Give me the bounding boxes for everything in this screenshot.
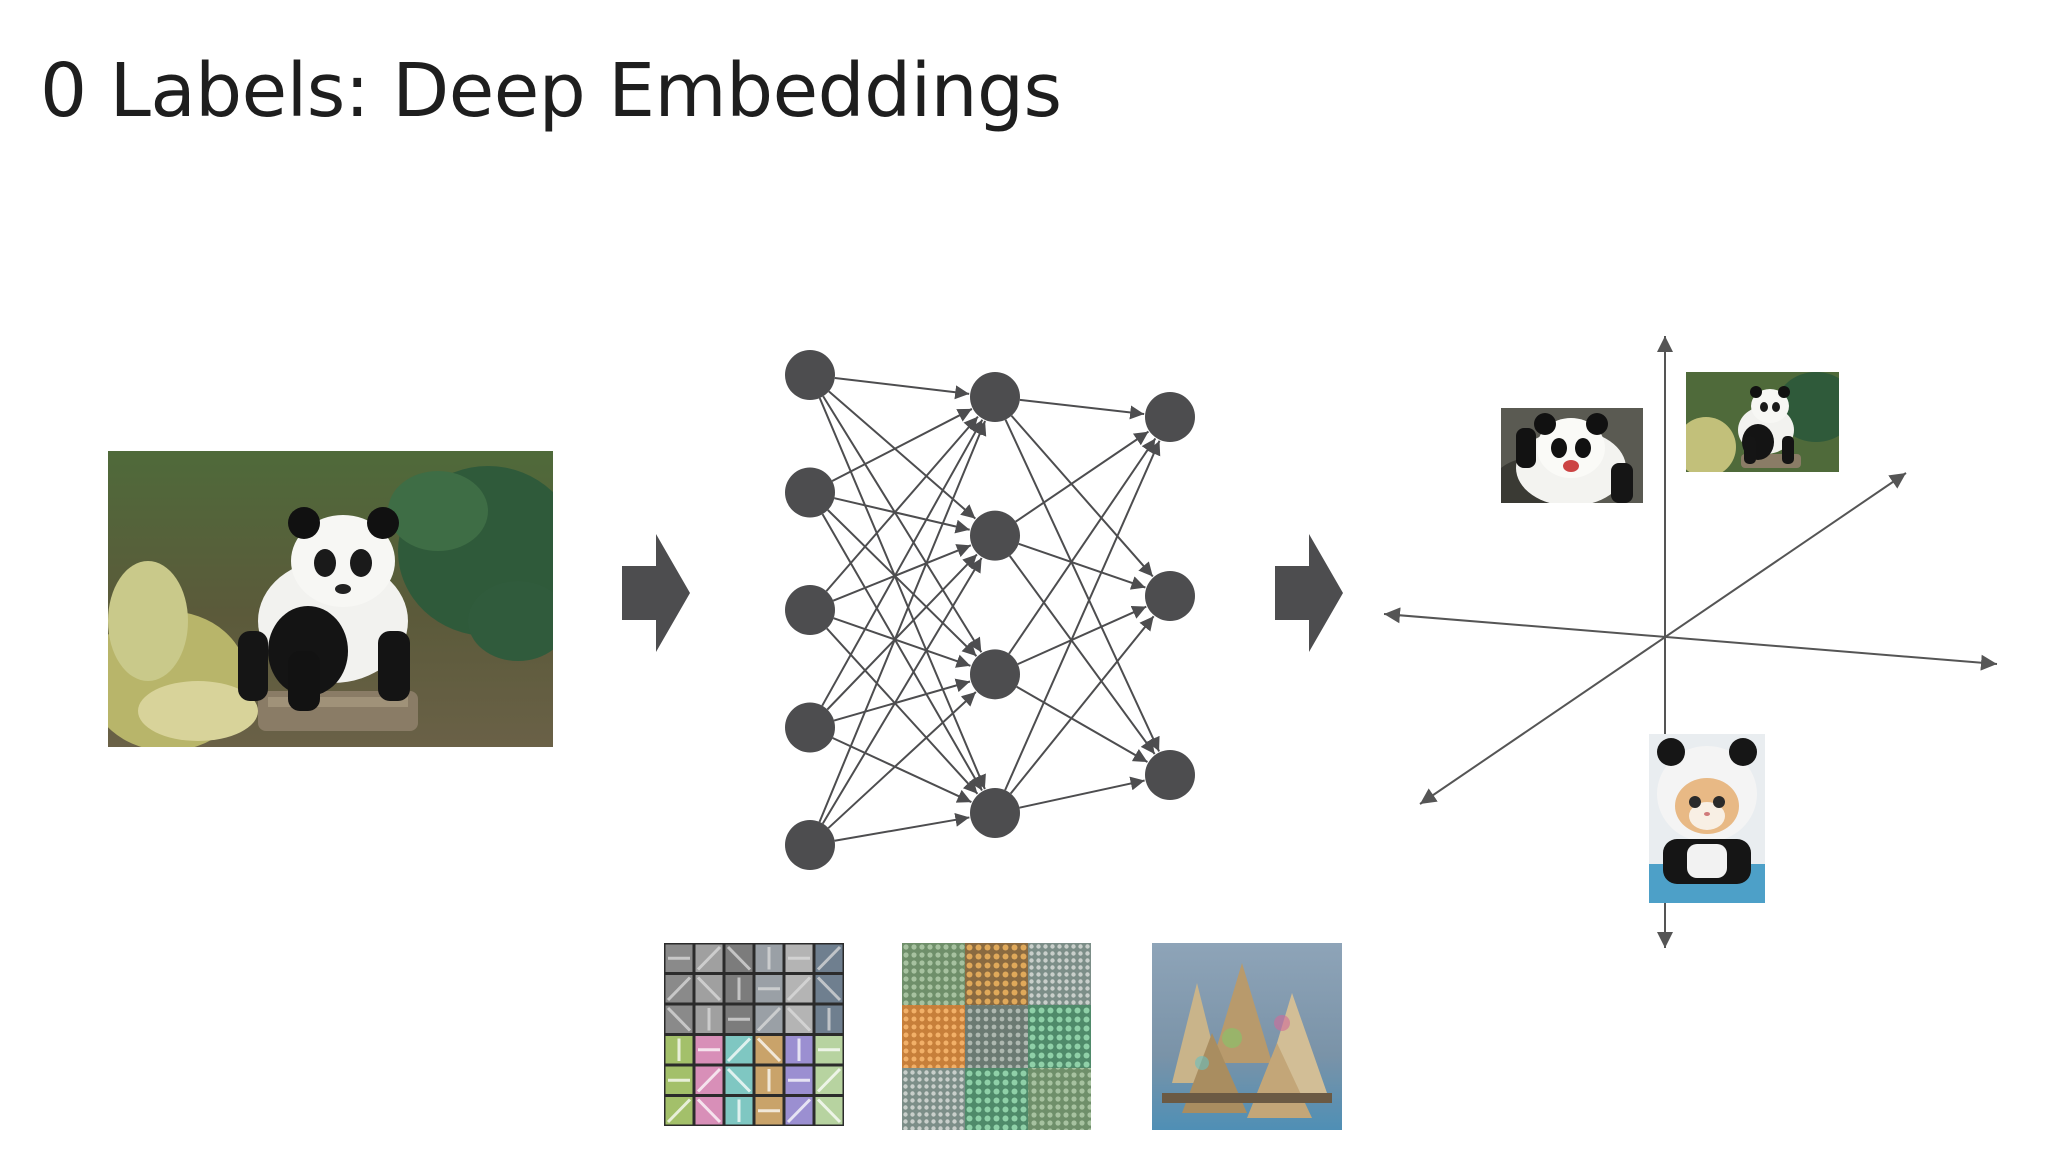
- page-title: 0 Labels: Deep Embeddings: [40, 48, 1062, 134]
- nn-connection-1-0-0: [1019, 398, 1145, 420]
- nn-connection-1-0-2: [1004, 419, 1160, 752]
- nn-connection-0-3-1: [826, 553, 978, 711]
- nn-node-layer2-2: [1145, 750, 1195, 800]
- panda-photo: [108, 451, 553, 747]
- right-block-arrow-icon: [1275, 534, 1343, 652]
- nn-connection-0-0-0: [834, 376, 970, 400]
- nn-connection-1-1-0: [1015, 430, 1150, 523]
- nn-connection-0-1-3: [821, 513, 983, 791]
- nn-node-layer0-4: [785, 820, 835, 870]
- nn-node-layer0-1: [785, 467, 835, 518]
- nn-node-layer0-0: [785, 350, 835, 400]
- panda-standing-photo: [1686, 372, 1839, 472]
- nn-connection-0-1-2: [827, 509, 978, 657]
- nn-connection-0-1-0: [831, 408, 973, 482]
- nn-connection-0-4-0: [818, 420, 987, 823]
- nn-connection-0-3-3: [832, 737, 972, 804]
- cat-in-panda-costume-photo: [1649, 734, 1765, 903]
- nn-node-layer2-1: [1145, 571, 1195, 621]
- panda-face-photo: [1501, 408, 1643, 503]
- nn-connection-1-2-2: [1016, 685, 1148, 763]
- nn-connection-0-0-1: [828, 390, 977, 520]
- nn-connection-0-4-3: [834, 812, 970, 842]
- nn-node-layer1-0: [970, 372, 1020, 422]
- horizontal-axis: [1383, 607, 1998, 671]
- nn-node-layer1-1: [970, 510, 1020, 561]
- nn-connection-0-2-2: [833, 617, 971, 668]
- nn-connection-0-2-1: [832, 544, 972, 602]
- nn-node-layer1-3: [970, 788, 1020, 838]
- nn-connection-1-2-1: [1017, 605, 1147, 666]
- nn-connection-1-3-1: [1009, 615, 1155, 795]
- nn-connection-0-2-3: [826, 627, 979, 795]
- nn-connection-0-3-0: [821, 419, 984, 707]
- nn-connection-1-0-1: [1010, 415, 1154, 578]
- nn-node-layer1-2: [970, 649, 1020, 700]
- nn-connection-0-4-1: [821, 557, 983, 825]
- nn-connection-1-1-1: [1018, 542, 1146, 590]
- texture-patterns-grid: [902, 943, 1091, 1130]
- nn-connection-0-0-2: [822, 395, 983, 653]
- edge-filters-grid: [664, 943, 844, 1126]
- nn-connection-1-3-2: [1019, 776, 1145, 809]
- nn-node-layer0-3: [785, 702, 835, 753]
- nn-connection-0-2-0: [825, 415, 979, 592]
- nn-node-layer2-0: [1145, 392, 1195, 442]
- neural-network-diagram: [785, 350, 1195, 870]
- nn-connection-1-2-0: [1008, 437, 1157, 655]
- nn-connection-0-0-3: [818, 397, 986, 790]
- nn-connection-1-3-0: [1004, 440, 1161, 791]
- nn-node-layer0-2: [785, 585, 835, 635]
- right-block-arrow-icon: [622, 534, 690, 652]
- depth-axis: [1419, 472, 1907, 805]
- nn-connection-0-4-2: [827, 691, 977, 829]
- object-parts-visualization: [1152, 943, 1342, 1130]
- nn-connection-0-1-1: [834, 497, 970, 534]
- nn-connection-1-1-2: [1008, 555, 1156, 755]
- nn-connection-0-3-2: [833, 678, 971, 722]
